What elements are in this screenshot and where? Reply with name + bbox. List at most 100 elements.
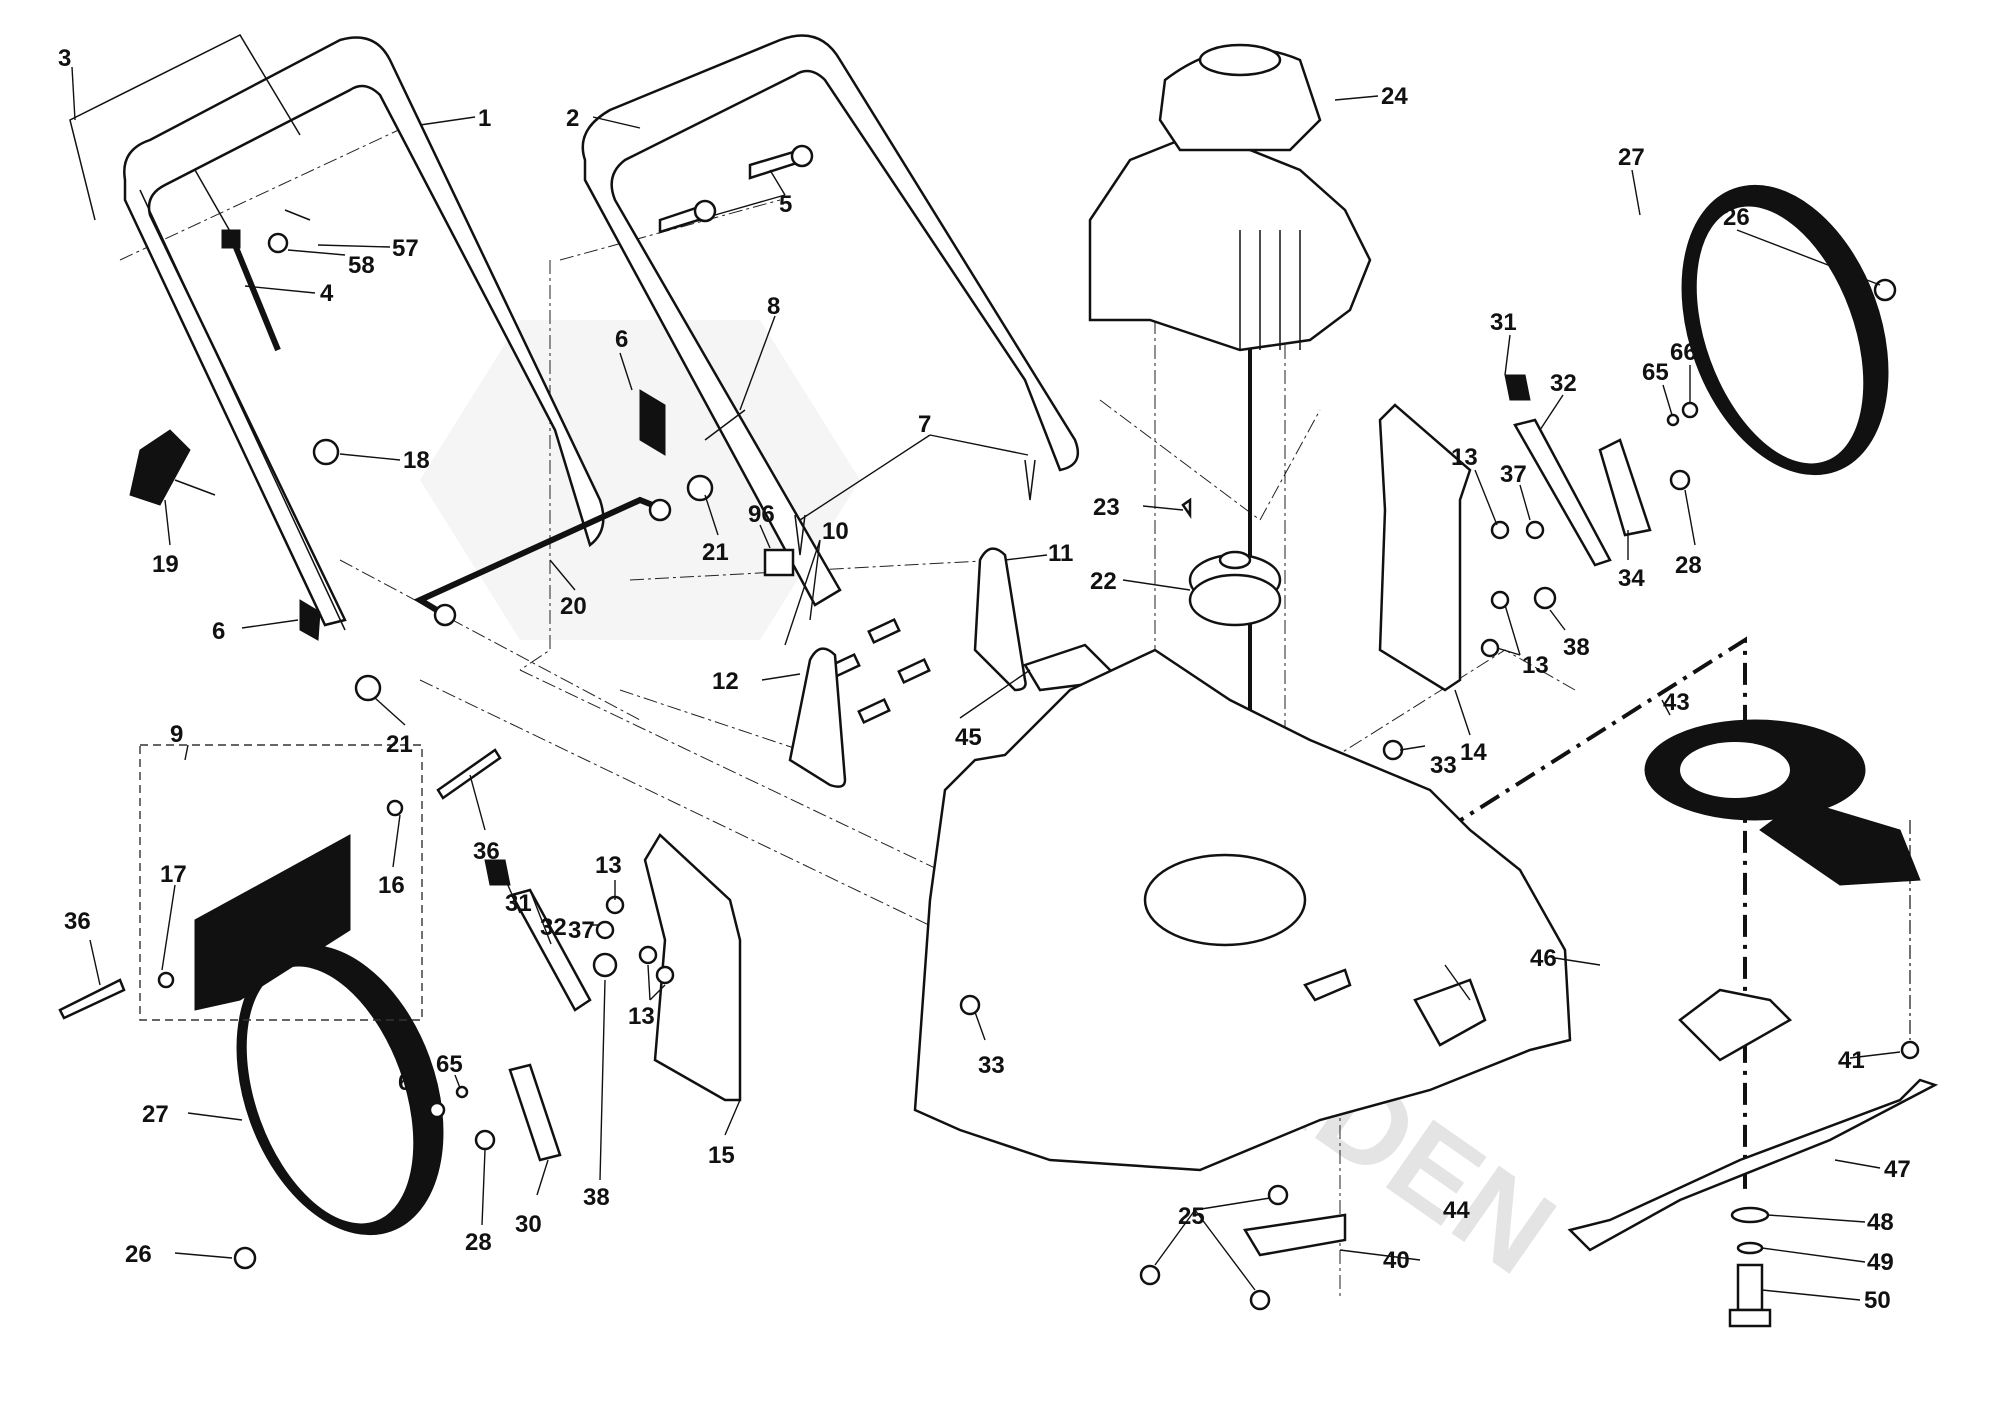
bolt-21a[interactable]	[686, 474, 714, 502]
bracket-30[interactable]	[508, 1063, 562, 1162]
rear-wheel[interactable]	[1644, 157, 1925, 504]
upper-handle[interactable]	[123, 36, 605, 631]
handle-knob-lower[interactable]	[299, 599, 321, 641]
bolt-5b[interactable]	[658, 199, 717, 234]
washer-66-rear[interactable]	[1681, 401, 1699, 419]
washer-48[interactable]	[1730, 1206, 1770, 1224]
grip-31-front[interactable]	[484, 859, 511, 886]
throttle-cable[interactable]	[194, 169, 281, 352]
spacers-10[interactable]	[827, 617, 931, 725]
bolt-13-rear[interactable]	[1480, 520, 1510, 658]
nut-33-front[interactable]	[959, 994, 981, 1016]
callout-labels: 1 2 3 4 5 6 6 7 8 9 10 11 12 13 13 13 13…	[58, 45, 1911, 1314]
lower-handle[interactable]	[581, 34, 1080, 607]
callout-40: 40	[1383, 1247, 1410, 1274]
callout-21-upper: 21	[702, 539, 729, 566]
height-adjust-rod[interactable]	[413, 496, 672, 627]
callout-66-rear: 66	[1670, 339, 1697, 366]
callout-37-front: 37	[568, 917, 595, 944]
callout-18: 18	[403, 447, 430, 474]
callout-27-rear: 27	[1618, 144, 1645, 171]
callout-1: 1	[478, 105, 491, 132]
baffle-40[interactable]	[1242, 1213, 1347, 1257]
callout-15: 15	[708, 1142, 735, 1169]
spring-16[interactable]	[386, 799, 404, 817]
callout-36-left: 36	[64, 908, 91, 935]
washer-66-front[interactable]	[428, 1101, 446, 1119]
callout-21-lower: 21	[386, 731, 413, 758]
callout-22: 22	[1090, 568, 1117, 595]
bolt-5a[interactable]	[748, 144, 814, 180]
grip-31-rear[interactable]	[1504, 374, 1531, 401]
callout-36-right: 36	[473, 838, 500, 865]
bolt-13-front[interactable]	[605, 895, 675, 985]
nut-33-rear[interactable]	[1382, 739, 1404, 761]
callout-4: 4	[320, 280, 334, 307]
rear-flap-assembly[interactable]	[139, 744, 423, 1021]
lever-34[interactable]	[1598, 438, 1652, 537]
mower-blade[interactable]	[1567, 1078, 1939, 1252]
bolt-28-front[interactable]	[474, 1129, 496, 1151]
blade-bolt-50[interactable]	[1728, 1263, 1772, 1328]
bolt-58[interactable]	[267, 232, 289, 254]
bolts-25[interactable]	[1139, 1184, 1289, 1311]
bolt-36a[interactable]	[436, 748, 502, 800]
callout-58: 58	[348, 252, 375, 279]
control-bar[interactable]	[69, 34, 301, 221]
callout-5: 5	[779, 191, 792, 218]
callout-33-rear: 33	[1430, 752, 1457, 779]
callout-20: 20	[560, 593, 587, 620]
engine[interactable]	[1088, 43, 1372, 352]
assembly-boundary	[139, 744, 423, 1021]
handle-knob-19[interactable]	[129, 429, 216, 506]
callout-38-rear: 38	[1563, 634, 1590, 661]
callout-27-front: 27	[142, 1101, 169, 1128]
bolt-21b[interactable]	[354, 674, 382, 702]
lever-32-front[interactable]	[510, 888, 592, 1012]
wheel-nut-26-rear[interactable]	[1873, 278, 1897, 302]
callout-50: 50	[1864, 1287, 1891, 1314]
blade-adapter[interactable]	[1678, 988, 1793, 1062]
cable-tie-8[interactable]	[704, 409, 746, 441]
wheel-nut-26-front[interactable]	[233, 1246, 257, 1270]
spacer-38-rear[interactable]	[1533, 586, 1557, 610]
cable-clamp[interactable]	[763, 548, 795, 577]
blade-housing[interactable]	[1644, 719, 1921, 886]
oring-65-rear[interactable]	[1666, 413, 1680, 427]
callout-6-upper: 6	[615, 326, 628, 353]
key-23[interactable]	[1181, 497, 1192, 519]
hairpin-clip[interactable]	[794, 459, 1036, 556]
callout-31-front: 31	[505, 890, 532, 917]
oring-65-front[interactable]	[455, 1085, 469, 1099]
callout-16: 16	[378, 872, 405, 899]
mower-deck[interactable]	[913, 648, 1572, 1172]
callout-13-front-a: 13	[595, 852, 622, 879]
front-axle-bracket[interactable]	[643, 833, 742, 1102]
plate-12[interactable]	[788, 647, 847, 788]
fastener-57[interactable]	[284, 209, 311, 221]
lever-32-rear[interactable]	[1513, 418, 1612, 567]
callout-44: 44	[1443, 1197, 1470, 1224]
callout-38-front: 38	[583, 1184, 610, 1211]
callout-96: 96	[748, 501, 775, 528]
callout-9: 9	[170, 721, 183, 748]
rear-axle-bracket[interactable]	[1378, 403, 1472, 692]
bolt-36b[interactable]	[58, 978, 126, 1020]
washer-49[interactable]	[1736, 1241, 1764, 1255]
callout-37-rear: 37	[1500, 461, 1527, 488]
bolt-41[interactable]	[1900, 1040, 1920, 1060]
spring-17[interactable]	[157, 971, 175, 989]
handle-knob-upper[interactable]	[639, 389, 666, 456]
plate-11[interactable]	[973, 547, 1027, 692]
nut-18[interactable]	[312, 438, 340, 466]
callout-45: 45	[955, 724, 982, 751]
bolt-37-rear[interactable]	[1525, 520, 1545, 540]
bolt-28-rear[interactable]	[1669, 469, 1691, 491]
front-wheel[interactable]	[199, 917, 480, 1264]
spacer-38-front[interactable]	[592, 952, 618, 978]
pulley[interactable]	[1188, 550, 1282, 627]
callout-11: 11	[1048, 540, 1073, 567]
callout-13-rear-b: 13	[1522, 652, 1549, 679]
bolt-37-front[interactable]	[595, 920, 615, 940]
